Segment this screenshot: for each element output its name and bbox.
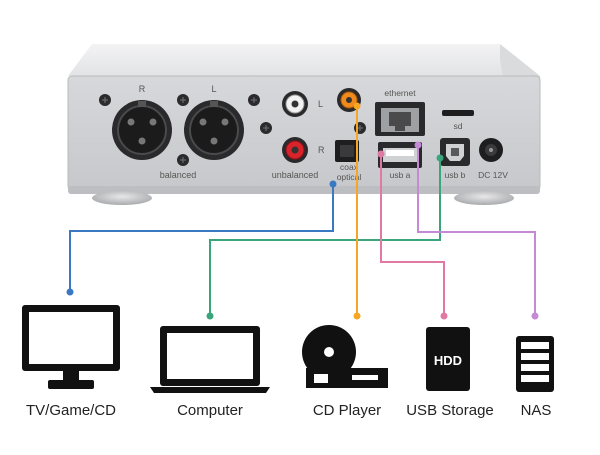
cable-endpoint-1	[206, 312, 214, 320]
hdd-icon: HDD	[426, 327, 470, 391]
rca-right-label: R	[318, 145, 325, 155]
cable-endpoint-4	[414, 141, 422, 149]
ethernet-port	[375, 102, 425, 136]
xlr-left-connector	[184, 100, 244, 160]
cable-endpoint-0	[329, 180, 337, 188]
balanced-label: balanced	[160, 170, 197, 180]
nas-icon	[516, 336, 554, 392]
rca-left-connector	[282, 91, 308, 117]
cable-usb-storage	[380, 154, 445, 316]
cable-endpoint-1	[436, 154, 444, 162]
cable-dots	[66, 102, 539, 320]
device: R L balanced L R unbalanced coax optic	[67, 44, 541, 205]
cd-player-label: CD Player	[312, 402, 382, 419]
cables	[69, 106, 536, 316]
tv-icon	[22, 305, 120, 389]
optical-connector	[335, 140, 359, 162]
dc-label: DC 12V	[478, 170, 508, 180]
cd-player-icon	[302, 325, 388, 388]
optical-label: optical	[337, 172, 362, 182]
rca-right-connector	[282, 137, 308, 163]
computer-label: Computer	[177, 402, 243, 419]
xlr-left-label: L	[211, 84, 216, 94]
device-top	[68, 44, 540, 76]
cable-endpoint-2	[353, 312, 361, 320]
coax-label: coax	[340, 162, 359, 172]
rca-left-label: L	[318, 99, 323, 109]
nas-label: NAS	[520, 402, 552, 419]
xlr-right-connector	[112, 100, 172, 160]
cable-tv	[69, 184, 334, 292]
hdd-label: HDD	[434, 353, 462, 368]
cable-endpoint-3	[440, 312, 448, 320]
dc-jack	[479, 138, 503, 162]
sd-label: sd	[454, 121, 463, 131]
usb-a-label: usb a	[390, 170, 411, 180]
ethernet-label: ethernet	[384, 88, 416, 98]
cable-nas	[417, 145, 536, 316]
usb-b-port	[440, 138, 470, 166]
cable-endpoint-0	[66, 288, 74, 296]
usb-b-label: usb b	[445, 170, 466, 180]
cable-endpoint-3	[377, 150, 385, 158]
unbalanced-label: unbalanced	[272, 170, 319, 180]
device-bottom-edge	[68, 186, 540, 194]
foot-right	[454, 191, 514, 205]
xlr-right-label: R	[139, 84, 146, 94]
sd-slot	[442, 110, 474, 116]
usb-storage-label: USB Storage	[406, 402, 494, 419]
laptop-icon	[150, 326, 270, 393]
cable-endpoint-4	[531, 312, 539, 320]
usb-a-port	[378, 142, 422, 168]
tv-game-cd-label: TV/Game/CD	[25, 402, 117, 419]
foot-left	[92, 191, 152, 205]
cable-computer	[209, 158, 441, 316]
cable-endpoint-2	[353, 102, 361, 110]
